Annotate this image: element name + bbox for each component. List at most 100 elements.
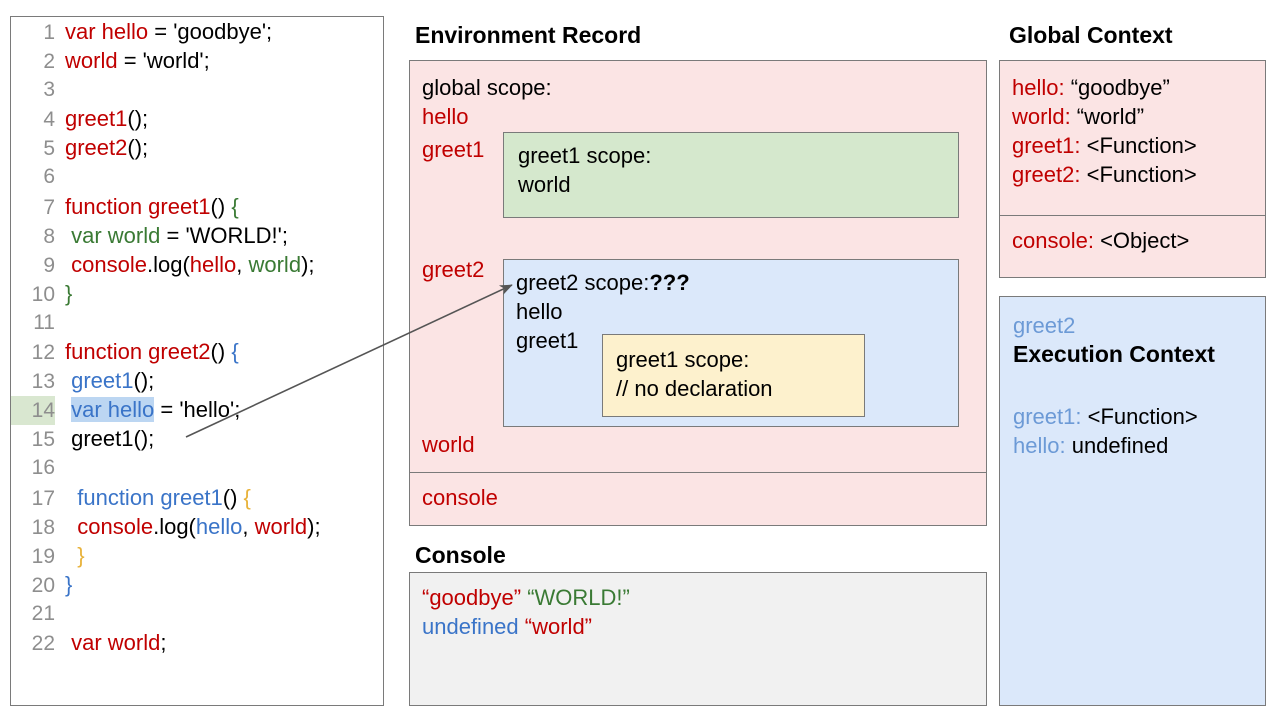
code-line-number: 22 (31, 631, 55, 655)
binding-key: hello: (1012, 75, 1065, 100)
code-token: var hello (71, 397, 155, 423)
code-line-text: } (55, 541, 85, 570)
greet2-scope-binding-greet1: greet1 (516, 328, 579, 353)
code-line-number: 6 (43, 165, 55, 189)
code-line[interactable]: 5 greet2(); (11, 133, 383, 162)
code-token: , (236, 251, 249, 277)
environment-record-heading: Environment Record (415, 22, 642, 48)
global-context-bindings-section: hello: “goodbye” world: “world” greet1: … (1000, 61, 1265, 216)
code-line[interactable]: 10} (11, 279, 383, 308)
global-context-heading: Global Context (1009, 22, 1173, 48)
code-line-text: greet1(); (55, 366, 154, 395)
code-line-text: function greet1() { (55, 483, 251, 512)
code-token: console (71, 251, 147, 277)
code-line-number: 17 (31, 486, 55, 510)
code-token: world (248, 251, 302, 277)
code-token: (); (127, 135, 149, 161)
code-token: } (65, 280, 73, 306)
code-line-number: 5 (43, 137, 55, 161)
code-line[interactable]: 22 var world; (11, 628, 383, 657)
code-token: { (231, 193, 239, 219)
code-line[interactable]: 20} (11, 570, 383, 599)
code-line-number: 3 (43, 78, 55, 102)
code-token: console (77, 513, 154, 539)
execution-context-entry-greet1: greet1: <Function> (1013, 404, 1198, 430)
console-token: “world” (524, 614, 593, 639)
code-line-text: console.log(hello, world); (55, 512, 321, 541)
console-output-box: “goodbye” “WORLD!” undefined “world” (409, 572, 987, 706)
binding-key: hello: (1013, 433, 1066, 458)
code-line-text: var hello = 'hello'; (55, 395, 240, 424)
code-line[interactable]: 18 console.log(hello, world); (11, 512, 383, 541)
code-line[interactable]: 21 (11, 599, 383, 628)
code-token: ); (307, 513, 321, 539)
binding-key: console: (1012, 228, 1094, 253)
code-token: = 'world'; (117, 48, 210, 74)
code-token (65, 543, 77, 568)
execution-context-scope-name: greet2 (1013, 313, 1076, 338)
code-line[interactable]: 9 console.log(hello, world); (11, 250, 383, 279)
code-token: hello (195, 513, 243, 539)
code-line-text: world = 'world'; (55, 46, 210, 75)
global-binding-world: world (422, 432, 475, 457)
code-line-number: 16 (31, 456, 55, 480)
code-token: greet2 (65, 135, 128, 161)
binding-key: greet1: (1013, 404, 1082, 429)
code-token: .log( (146, 251, 190, 277)
code-token: var world (71, 222, 161, 248)
global-context-entry-hello: hello: “goodbye” (1012, 75, 1170, 101)
binding-value: <Function> (1080, 162, 1197, 187)
greet2-execution-context-box: greet2 Execution Context greet1: <Functi… (999, 296, 1266, 706)
code-line[interactable]: 3 (11, 75, 383, 104)
console-output-line-2: undefined “world” (422, 614, 592, 640)
code-token: = 'goodbye'; (148, 19, 273, 44)
code-line[interactable]: 11 (11, 308, 383, 337)
binding-value: undefined (1065, 433, 1169, 458)
code-token: function greet2 (65, 339, 211, 365)
binding-value: <Object> (1093, 228, 1190, 253)
binding-key: greet2: (1012, 162, 1081, 187)
console-output-line-1: “goodbye” “WORLD!” (422, 585, 630, 611)
code-line-text: var world; (55, 628, 167, 657)
code-token: ; (160, 629, 167, 655)
code-line[interactable]: 17 function greet1() { (11, 483, 383, 512)
code-line[interactable]: 16 (11, 453, 383, 482)
code-token: } (65, 571, 73, 597)
global-binding-hello: hello (422, 104, 469, 129)
greet1-inner-scope-title: greet1 scope: (616, 347, 750, 372)
code-token: , (242, 513, 255, 539)
code-line-text: console.log(hello, world); (55, 250, 314, 279)
global-binding-greet1: greet1 (422, 137, 485, 162)
code-token: greet1 (65, 106, 128, 132)
greet1-scope-box: greet1 scope: world (503, 132, 959, 218)
greet2-scope-unknown-marker: ??? (649, 270, 690, 295)
code-line[interactable]: 13 greet1(); (11, 366, 383, 395)
console-token: “WORLD!” (527, 585, 630, 610)
binding-value: “goodbye” (1064, 75, 1170, 100)
global-binding-greet2: greet2 (422, 257, 485, 282)
binding-key: world: (1012, 104, 1071, 129)
environment-record-global-section: global scope: hello greet1 greet2 world … (410, 61, 986, 473)
code-line-number: 8 (43, 224, 55, 248)
code-line-text: function greet2() { (55, 337, 239, 366)
code-token: } (77, 542, 85, 568)
code-token: () (210, 193, 232, 219)
console-token: “goodbye” (422, 585, 522, 610)
binding-value: “world” (1070, 104, 1145, 129)
code-line[interactable]: 15 greet1(); (11, 424, 383, 453)
global-context-entry-world: world: “world” (1012, 104, 1144, 130)
environment-record-console-binding: console (422, 485, 498, 510)
code-line[interactable]: 8 var world = 'WORLD!'; (11, 221, 383, 250)
code-line[interactable]: 14 var hello = 'hello'; (11, 395, 383, 426)
code-line[interactable]: 19 } (11, 541, 383, 570)
code-line[interactable]: 6 (11, 162, 383, 191)
code-line-text: } (55, 570, 72, 599)
code-line-text: var world = 'WORLD!'; (55, 221, 288, 250)
code-token: (); (127, 106, 149, 132)
